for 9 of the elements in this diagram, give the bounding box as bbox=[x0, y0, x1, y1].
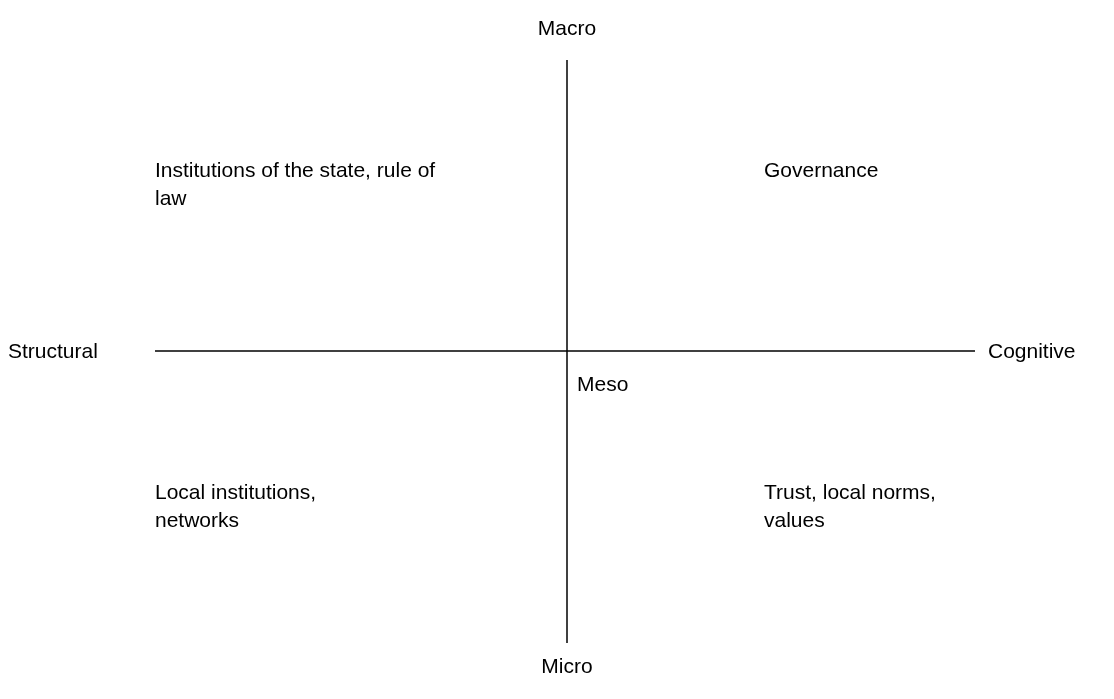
axis-label: Micro bbox=[541, 654, 593, 677]
quadrant-label: Trust, local norms, values bbox=[764, 480, 936, 531]
axis-label: Macro bbox=[537, 16, 597, 39]
axis-label: Structural bbox=[8, 339, 98, 362]
axis-label: Cognitive bbox=[988, 339, 1076, 362]
quadrant-label: Local institutions, networks bbox=[155, 480, 317, 531]
quadrant-label: Governance bbox=[764, 158, 879, 181]
quadrant-label: Institutions of the state, rule of law bbox=[155, 158, 436, 209]
center-label: Meso bbox=[577, 372, 629, 395]
